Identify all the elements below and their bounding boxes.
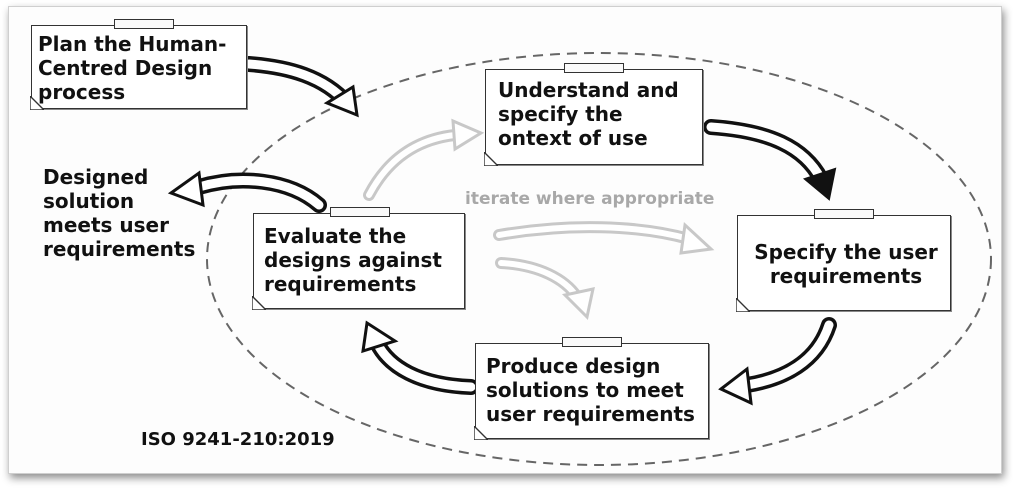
produce-solutions-note: Produce design solutions to meet user re… — [474, 337, 709, 440]
arrow-specify-to-produce — [718, 317, 837, 406]
diagram-frame: Plan the Human- Centred Design process U… — [8, 6, 1002, 474]
note-tape — [114, 19, 174, 29]
iterate-label: iterate where appropriate — [465, 189, 715, 209]
diagram-canvas — [167, 52, 992, 466]
understand-context-note-text: Understand and specify the ontext of use — [498, 78, 679, 150]
note-tape — [562, 337, 622, 347]
folded-corner — [736, 298, 750, 312]
arrow-plan-to-cycle — [241, 56, 359, 118]
arrow-evaluate-to-solution — [167, 170, 327, 213]
arrow-produce-to-evaluate — [361, 320, 479, 395]
iterate-arrow-to-specify — [493, 221, 715, 255]
understand-context-note: Understand and specify the ontext of use — [484, 63, 703, 166]
iso-standard-label: ISO 9241-210:2019 — [141, 429, 335, 450]
note-tape — [814, 209, 874, 219]
iteration-cycle-ellipse — [206, 52, 992, 466]
plan-hcd-note-text: Plan the Human- Centred Design process — [38, 32, 227, 104]
folded-corner — [252, 296, 266, 310]
folded-corner — [474, 426, 488, 440]
note-tape — [330, 207, 390, 217]
folded-corner — [484, 152, 498, 166]
arrow-understand-to-specify — [703, 119, 837, 201]
plan-hcd-note: Plan the Human- Centred Design process — [30, 19, 247, 110]
evaluate-designs-note-text: Evaluate the designs against requirement… — [264, 224, 442, 296]
iterate-arrow-to-understand — [363, 118, 485, 201]
iterate-arrow-to-produce — [495, 257, 595, 321]
specify-requirements-note: Specify the user requirements — [736, 209, 951, 312]
folded-corner — [30, 96, 44, 110]
note-tape — [564, 63, 624, 73]
evaluate-designs-note: Evaluate the designs against requirement… — [252, 207, 465, 310]
produce-solutions-note-text: Produce design solutions to meet user re… — [486, 354, 695, 426]
designed-solution-text: Designed solution meets user requirement… — [43, 165, 196, 261]
specify-requirements-note-text: Specify the user requirements — [754, 240, 938, 288]
